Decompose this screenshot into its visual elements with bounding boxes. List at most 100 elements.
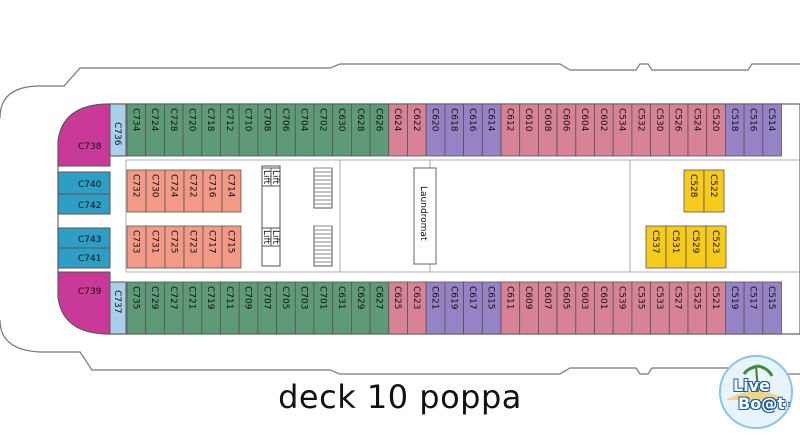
cabin-C601-label: C601: [598, 286, 608, 309]
cabin-C528-label: C528: [688, 174, 698, 198]
cabin-C535-label: C535: [635, 286, 645, 309]
cabin-C515-label: C515: [766, 286, 776, 309]
cabin-C707-label: C707: [261, 286, 271, 309]
cabin-C520-label: C520: [710, 108, 720, 132]
liveboat-logo: [719, 355, 793, 429]
cabin-C728-label: C728: [168, 108, 178, 132]
cabin-C622-label: C622: [411, 108, 421, 131]
cabin-C712-label: C712: [224, 108, 234, 131]
cabin-C724-label: C724: [169, 174, 179, 198]
cabin-C734-label: C734: [130, 108, 140, 132]
cabin-C711-label: C711: [224, 286, 234, 309]
cabin-C530-label: C530: [654, 108, 664, 132]
cabin-C703-label: C703: [299, 286, 309, 309]
cabin-C725-label: C725: [169, 230, 179, 253]
cabin-C529-label: C529: [690, 230, 700, 254]
cabin-C719-label: C719: [205, 286, 215, 310]
cabin-C604-label: C604: [579, 108, 589, 132]
lift-1-label: Lift: [261, 170, 271, 185]
cabin-C718-label: C718: [205, 108, 215, 132]
cabin-C537-label: C537: [650, 230, 660, 253]
cabin-C723-label: C723: [188, 230, 198, 253]
cabin-C738[interactable]: [57, 103, 111, 167]
cabin-C741[interactable]: [57, 247, 111, 269]
cabin-C626-label: C626: [373, 108, 383, 132]
cabin-C609-label: C609: [523, 286, 533, 310]
cabin-C733-label: C733: [131, 230, 141, 253]
cabin-C736[interactable]: [109, 103, 127, 157]
cabin-C739[interactable]: [57, 271, 111, 335]
cabin-C714[interactable]: [221, 169, 242, 213]
logo-suffix: .it: [783, 400, 791, 409]
cabin-C623-label: C623: [411, 286, 421, 309]
logo-text-boat: Bo@t: [738, 394, 785, 413]
cabin-C704-label: C704: [299, 108, 309, 132]
laundromat-label: Laundromat: [418, 186, 428, 241]
cabin-C631-label: C631: [336, 286, 346, 309]
cabin-C739-label: C739: [78, 287, 102, 297]
cabin-C514-label: C514: [766, 108, 776, 132]
cabin-C628-label: C628: [355, 108, 365, 132]
cabin-C625-label: C625: [392, 286, 402, 309]
cabin-C729-label: C729: [149, 286, 159, 310]
cabin-C539-label: C539: [617, 286, 627, 310]
cabin-C742[interactable]: [57, 193, 111, 215]
cabin-C526-label: C526: [673, 108, 683, 132]
cabin-C715[interactable]: [221, 225, 242, 269]
cabin-C619-label: C619: [448, 286, 458, 310]
cabin-C522-label: C522: [708, 174, 718, 197]
cabin-C525-label: C525: [691, 286, 701, 309]
cabin-C720-label: C720: [186, 108, 196, 132]
corridor-outline: [125, 159, 800, 273]
cabin-C731-label: C731: [150, 230, 160, 253]
cabin-C708-label: C708: [261, 108, 271, 132]
cabin-C612-label: C612: [504, 108, 514, 131]
lift-4: [270, 227, 281, 247]
cabin-C602-label: C602: [598, 108, 608, 131]
cabin-C724-label: C724: [149, 108, 159, 132]
cabin-C701-label: C701: [317, 286, 327, 309]
cabin-C516-label: C516: [747, 108, 757, 132]
cabin-C722-label: C722: [188, 174, 198, 197]
cabin-C607-label: C607: [542, 286, 552, 309]
cabin-C521-label: C521: [710, 286, 720, 309]
cabin-C736-label: C736: [112, 122, 122, 146]
cabin-C743-label: C743: [78, 235, 101, 245]
cabin-C737[interactable]: [109, 281, 127, 335]
cabin-C611-label: C611: [504, 286, 514, 309]
logo-text-live: Live: [733, 376, 770, 395]
cabin-C737-label: C737: [112, 290, 122, 313]
cabin-C603-label: C603: [579, 286, 589, 309]
lift-3-label: Lift: [261, 230, 271, 245]
cabin-C515[interactable]: [762, 281, 782, 335]
cabin-C605-label: C605: [560, 286, 570, 309]
cabin-C534-label: C534: [617, 108, 627, 132]
cabin-C610-label: C610: [523, 108, 533, 132]
cabin-C705-label: C705: [280, 286, 290, 309]
laundromat: [413, 167, 437, 265]
cabin-C740-label: C740: [78, 180, 102, 190]
cabin-C709-label: C709: [243, 286, 253, 310]
cabin-C621-label: C621: [430, 286, 440, 309]
cabin-C517-label: C517: [747, 286, 757, 309]
cabin-C742-label: C742: [78, 201, 101, 211]
stairs-top: [313, 167, 333, 209]
cabin-C721-label: C721: [186, 286, 196, 309]
cabin-C630-label: C630: [336, 108, 346, 132]
cabin-C606-label: C606: [560, 108, 570, 132]
cabin-C514[interactable]: [762, 103, 782, 157]
cabin-C522[interactable]: [703, 169, 725, 213]
cabin-C702-label: C702: [317, 108, 327, 131]
deck-caption: deck 10 poppa: [278, 378, 522, 416]
cabin-C523-label: C523: [710, 230, 720, 253]
cabin-C524-label: C524: [691, 108, 701, 132]
cabin-C735-label: C735: [130, 286, 140, 309]
cabin-C615-label: C615: [486, 286, 496, 309]
cabin-C738-label: C738: [78, 142, 102, 152]
cabin-C523[interactable]: [705, 225, 727, 269]
stairs-bottom: [313, 225, 333, 267]
cabin-C629-label: C629: [355, 286, 365, 310]
